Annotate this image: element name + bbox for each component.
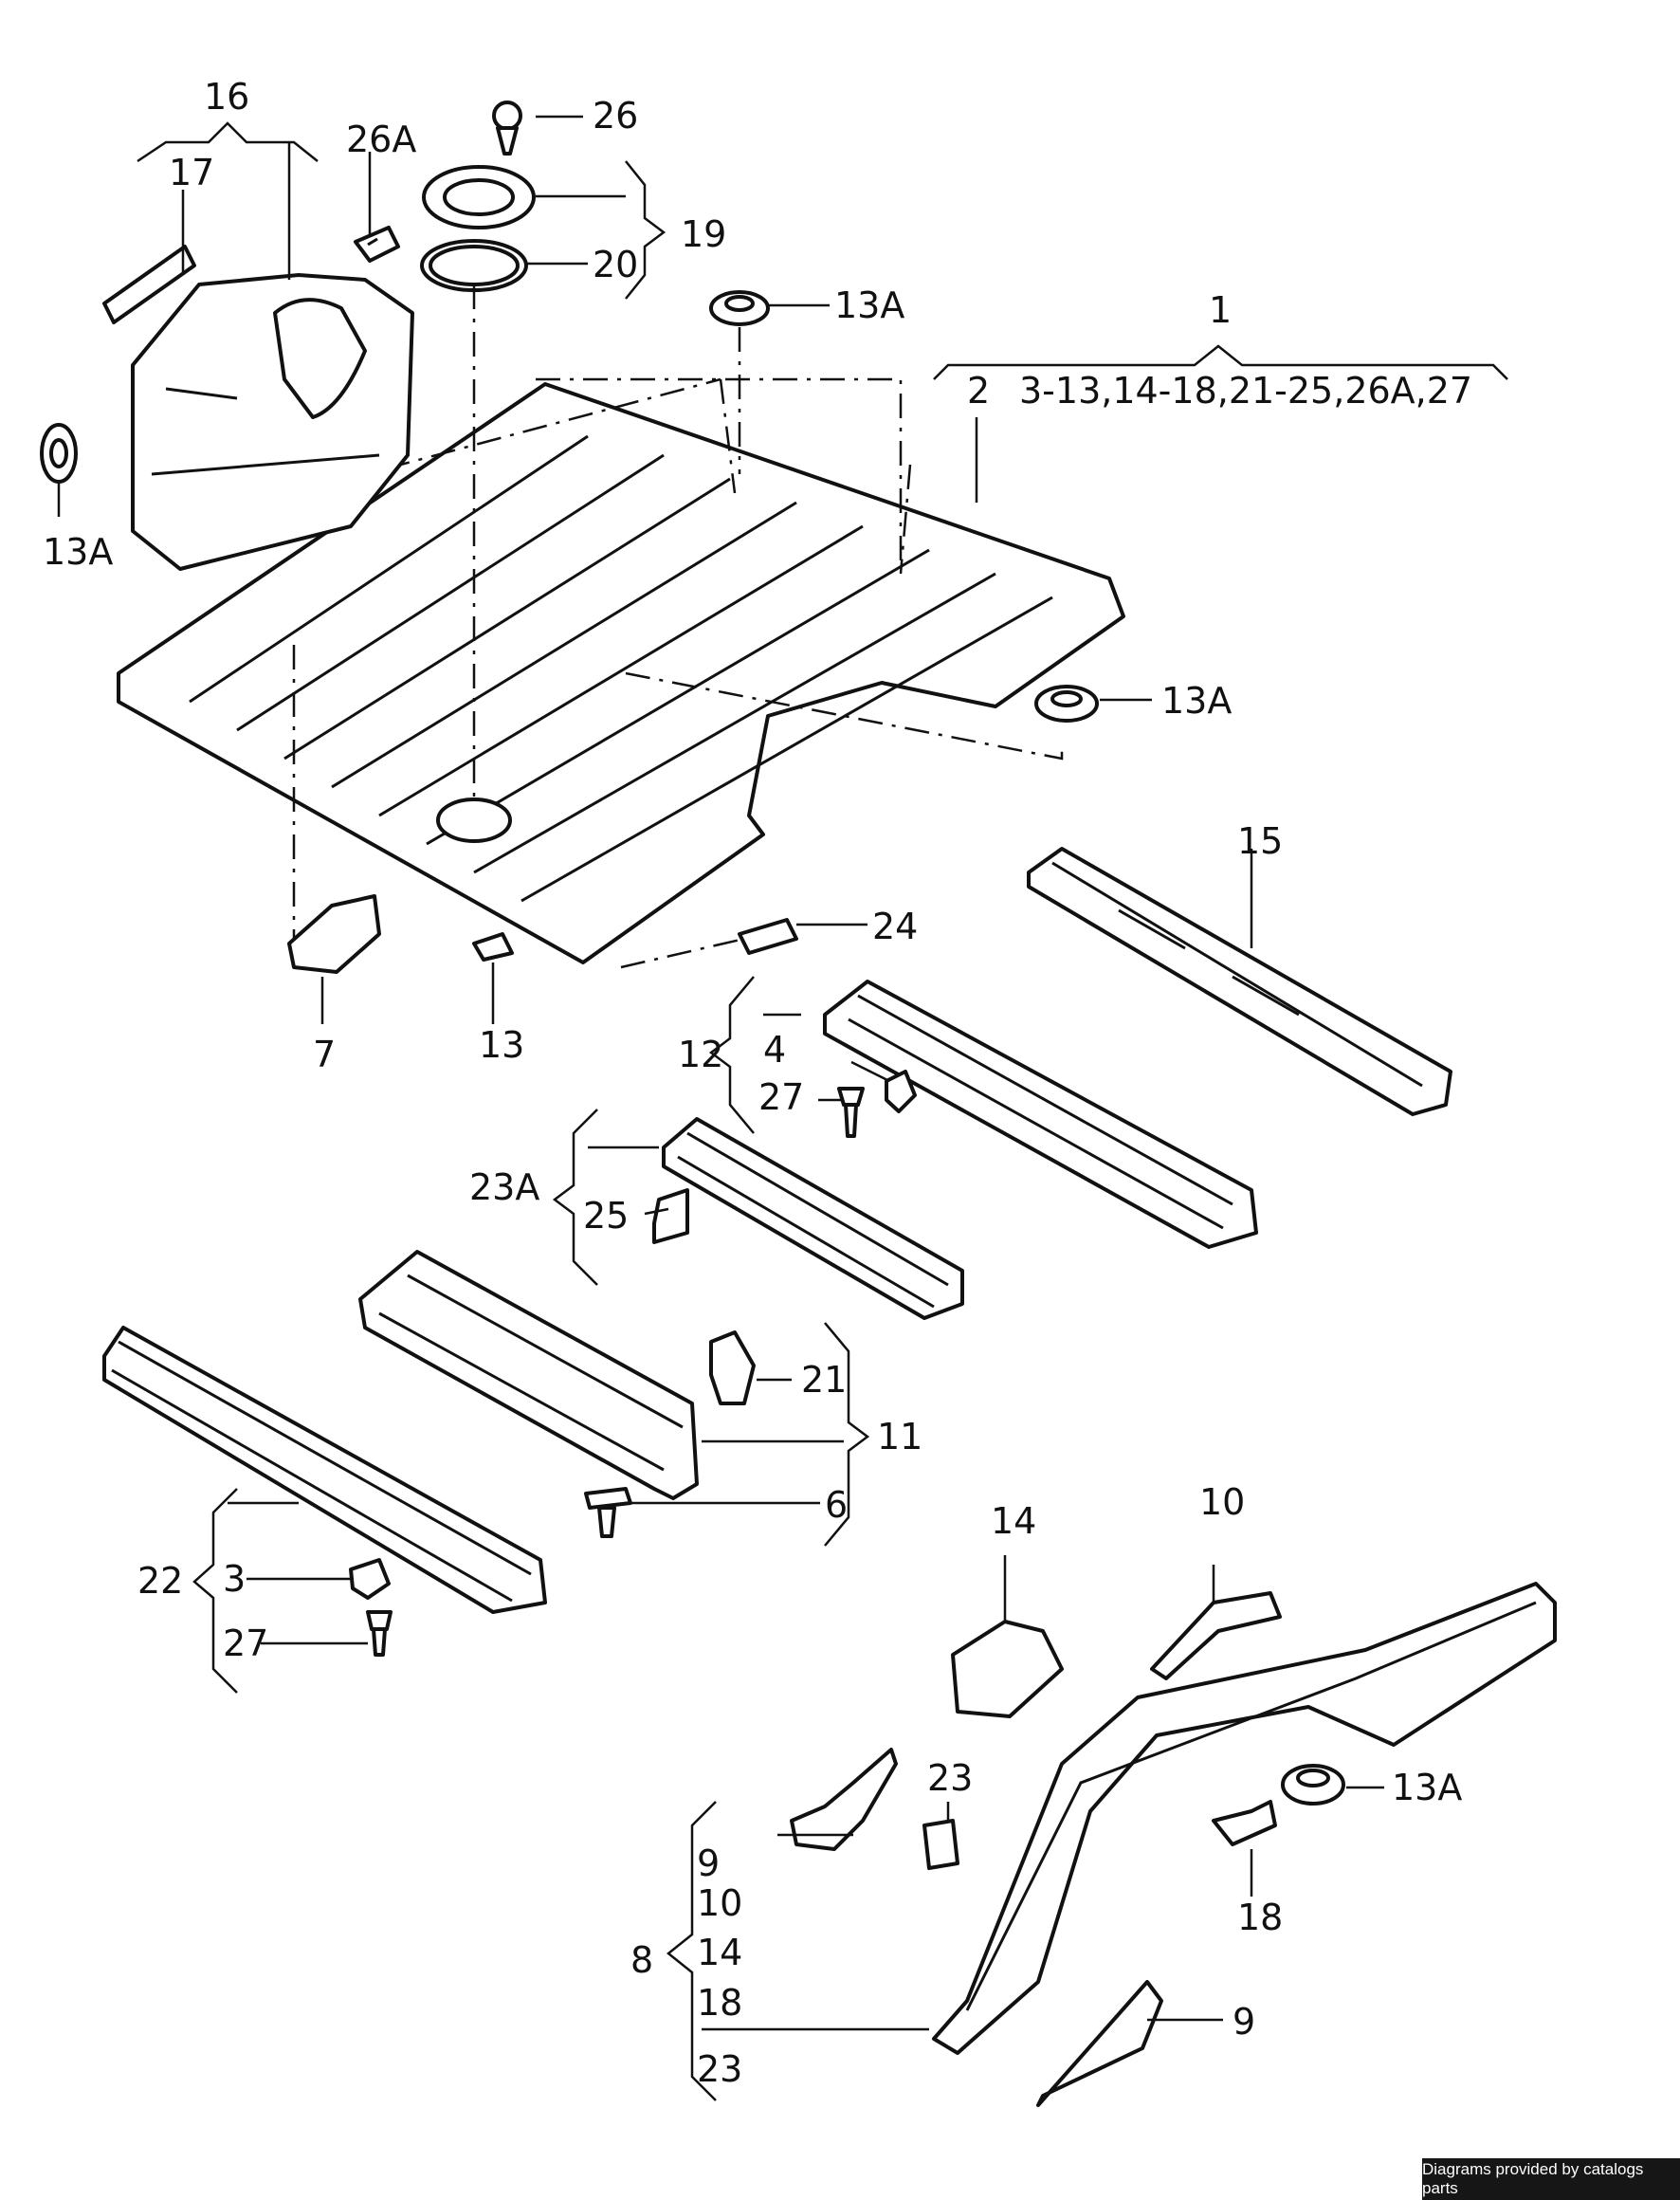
clip-part-17[interactable] [102, 245, 196, 324]
label-15: 15 [1237, 820, 1283, 862]
clip-part-4[interactable] [885, 1070, 917, 1113]
footer-credit: Diagrams provided by catalogs parts [1422, 2158, 1680, 2200]
label-13A-right: 13A [1161, 680, 1232, 722]
bracket-part-10[interactable] [1150, 1591, 1282, 1680]
label-14-top: 14 [991, 1500, 1036, 1542]
label-18-bottom: 18 [1237, 1897, 1283, 1938]
crossmember-part-15[interactable] [1027, 847, 1452, 1116]
label-13A-left: 13A [43, 531, 113, 573]
label-6: 6 [825, 1484, 848, 1526]
label-27-upper: 27 [758, 1076, 804, 1118]
bracket-part-21[interactable] [709, 1330, 756, 1405]
label-7: 7 [313, 1034, 336, 1075]
label-1: 1 [1209, 289, 1232, 331]
bracket-part-25[interactable] [652, 1188, 689, 1244]
label-3: 3 [223, 1558, 246, 1600]
label-4: 4 [763, 1029, 786, 1071]
label-23-top: 23 [927, 1757, 973, 1799]
clip-part-13[interactable] [472, 932, 514, 962]
label-17: 17 [169, 152, 214, 193]
label-21: 21 [801, 1359, 847, 1401]
bolt-part-27-lower[interactable] [366, 1610, 393, 1657]
crossmember-part-23A[interactable] [662, 1117, 964, 1320]
bracket-part-18[interactable] [1212, 1800, 1277, 1846]
grommet-13A-left[interactable] [40, 423, 78, 484]
grommet-13A-bottom[interactable] [1281, 1764, 1345, 1806]
bracket-part-7[interactable] [287, 894, 381, 974]
leader-lines [57, 115, 1384, 2031]
label-18-group: 18 [697, 1982, 742, 2024]
floor-pan-part-2[interactable] [117, 377, 1125, 964]
label-26: 26 [593, 95, 638, 137]
label-9-group: 9 [697, 1842, 720, 1884]
fastener-part-6[interactable] [584, 1487, 632, 1538]
side-panel-part-16[interactable] [131, 273, 414, 571]
screw-part-26[interactable] [492, 101, 522, 156]
label-23A: 23A [469, 1166, 539, 1208]
bracket-part-24[interactable] [738, 918, 798, 955]
label-10-group: 10 [697, 1882, 742, 1924]
label-16: 16 [204, 76, 249, 118]
label-9-lower: 9 [1233, 2001, 1255, 2043]
clip-part-3[interactable] [349, 1558, 391, 1600]
label-26A: 26A [346, 119, 416, 160]
side-member-part-8[interactable] [932, 1582, 1557, 2055]
crossmember-part-11[interactable] [358, 1250, 699, 1500]
gasket-part-20[interactable] [420, 239, 528, 292]
bracket-part-9-upper[interactable] [790, 1748, 898, 1851]
bracket-part-14[interactable] [951, 1620, 1064, 1718]
cap-part-19[interactable] [422, 165, 536, 229]
bolt-part-27-upper[interactable] [837, 1087, 865, 1138]
label-20: 20 [593, 244, 638, 285]
label-27-lower: 27 [223, 1622, 268, 1664]
label-14-group: 14 [697, 1932, 742, 1973]
plate-part-23[interactable] [922, 1819, 959, 1870]
label-25: 25 [583, 1195, 629, 1237]
label-11: 11 [877, 1416, 922, 1458]
label-23-group: 23 [697, 2048, 742, 2090]
label-12: 12 [678, 1034, 723, 1075]
crossmember-part-22[interactable] [102, 1326, 547, 1614]
part-labels: 16 17 26A 26 19 20 13A 1 2 3-13,14-18,21… [43, 76, 1472, 2090]
label-22: 22 [137, 1560, 183, 1602]
group-braces [137, 121, 1508, 2101]
label-2: 2 [967, 370, 990, 412]
grommet-13A-right[interactable] [1034, 685, 1099, 723]
label-10-top: 10 [1199, 1481, 1245, 1523]
label-13: 13 [479, 1024, 524, 1066]
grommet-13A-top[interactable] [709, 290, 770, 326]
bracket-part-9-lower[interactable] [1036, 1980, 1163, 2107]
label-8: 8 [630, 1939, 653, 1981]
label-24: 24 [872, 906, 918, 947]
label-13A-bottom: 13A [1392, 1767, 1462, 1808]
label-range: 3-13,14-18,21-25,26A,27 [1019, 370, 1472, 412]
crossmember-part-12[interactable] [823, 980, 1258, 1249]
label-19: 19 [681, 213, 726, 255]
screw-part-26A[interactable] [354, 226, 400, 263]
label-13A-top: 13A [834, 284, 904, 326]
